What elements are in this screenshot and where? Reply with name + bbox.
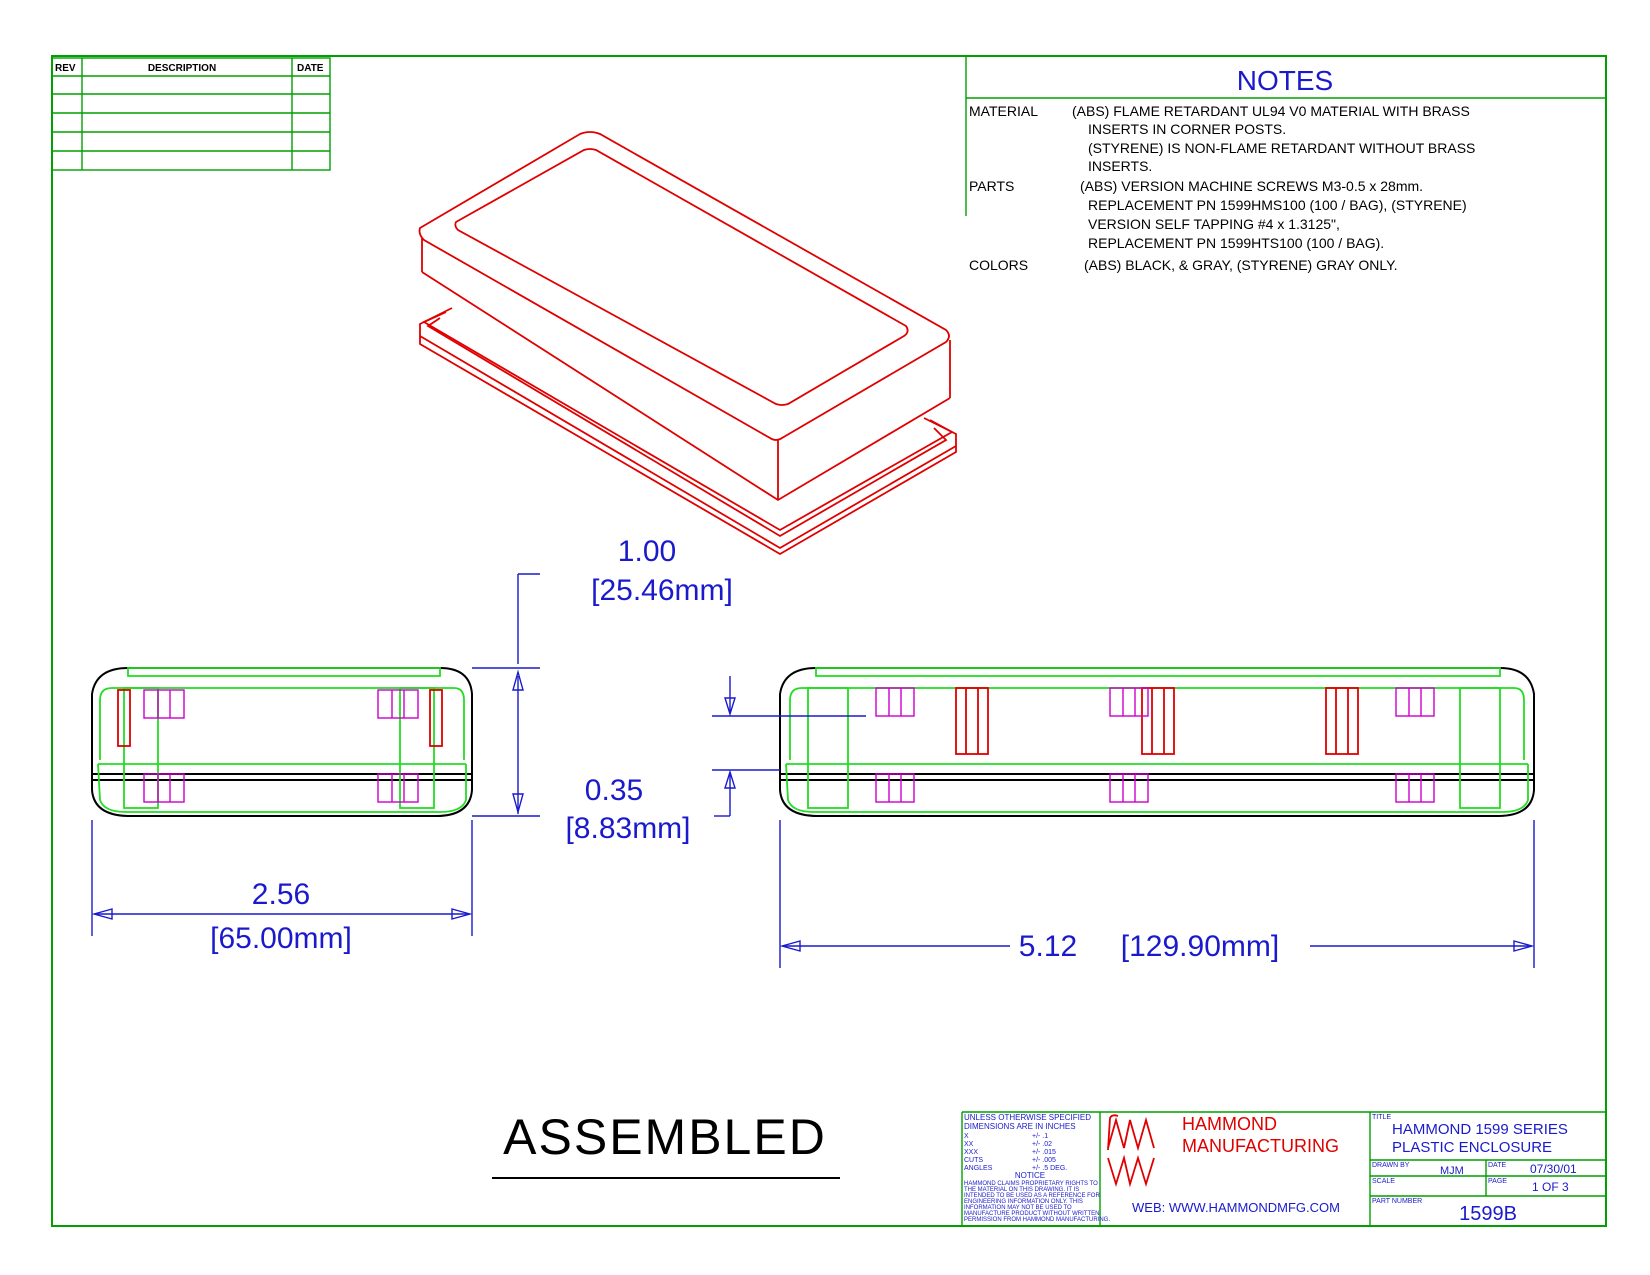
drawing-title-2: PLASTIC ENCLOSURE bbox=[1392, 1139, 1552, 1156]
parts-label: PARTS bbox=[969, 178, 1014, 194]
lid-dimension-mm: [8.83mm] bbox=[565, 812, 690, 845]
page-label: PAGE bbox=[1488, 1178, 1507, 1185]
page-value: 1 OF 3 bbox=[1532, 1180, 1569, 1194]
material-label: MATERIAL bbox=[969, 103, 1038, 119]
parts-line-1: (ABS) VERSION MACHINE SCREWS M3-0.5 x 28… bbox=[1080, 178, 1423, 194]
height-dimension-mm: [25.46mm] bbox=[591, 574, 733, 607]
side-view-long bbox=[779, 667, 1535, 817]
company-name-1: HAMMOND bbox=[1182, 1114, 1277, 1134]
notice-line-1: HAMMOND CLAIMS PROPRIETARY RIGHTS TO bbox=[964, 1181, 1098, 1187]
date-header: DATE bbox=[297, 63, 324, 74]
title-block: UNLESS OTHERWISE SPECIFIED DIMENSIONS AR… bbox=[961, 1111, 1606, 1226]
tol-v-5: +/- .5 DEG. bbox=[1032, 1165, 1067, 1172]
company-web: WEB: WWW.HAMMONDMFG.COM bbox=[1132, 1200, 1340, 1215]
material-line-4: INSERTS. bbox=[1088, 158, 1152, 174]
side-view-end bbox=[91, 667, 473, 817]
drawn-by-label: DRAWN BY bbox=[1372, 1162, 1410, 1169]
isometric-view bbox=[418, 131, 957, 556]
tol-k-3: XXX bbox=[964, 1149, 978, 1156]
notes-title: NOTES bbox=[1237, 65, 1333, 96]
parts-line-2: REPLACEMENT PN 1599HMS100 (100 / BAG), (… bbox=[1088, 197, 1467, 213]
tol-v-2: +/- .02 bbox=[1032, 1141, 1052, 1148]
tol-v-4: +/- .005 bbox=[1032, 1157, 1056, 1164]
width-dimension-mm: [65.00mm] bbox=[210, 922, 352, 955]
notice-line-4: ENGINEERING INFORMATION ONLY. THIS bbox=[964, 1199, 1083, 1205]
date-label: DATE bbox=[1488, 1162, 1506, 1169]
tolerance-line-1: UNLESS OTHERWISE SPECIFIED bbox=[964, 1113, 1091, 1122]
drawing-title-1: HAMMOND 1599 SERIES bbox=[1392, 1121, 1568, 1138]
tol-k-5: ANGLES bbox=[964, 1165, 993, 1172]
tol-v-3: +/- .015 bbox=[1032, 1149, 1056, 1156]
part-number-label: PART NUMBER bbox=[1372, 1198, 1422, 1205]
length-dimension-mm: [129.90mm] bbox=[1121, 930, 1279, 963]
hammond-logo bbox=[1107, 1114, 1155, 1188]
rev-header: REV bbox=[55, 63, 76, 74]
revision-table: REV DESCRIPTION DATE bbox=[51, 57, 331, 171]
notice-line-2: THE MATERIAL ON THIS DRAWING. IT IS bbox=[964, 1187, 1079, 1193]
tol-k-4: CUTS bbox=[964, 1157, 983, 1164]
tol-k-1: X bbox=[964, 1133, 969, 1140]
drawn-by-value: MJM bbox=[1440, 1165, 1464, 1177]
tol-k-2: XX bbox=[964, 1141, 974, 1148]
tolerance-line-2: DIMENSIONS ARE IN INCHES bbox=[964, 1122, 1076, 1131]
notice-line-7: PERMISSION FROM HAMMOND MANUFACTURING. bbox=[964, 1217, 1110, 1223]
material-line-1: (ABS) FLAME RETARDANT UL94 V0 MATERIAL W… bbox=[1072, 103, 1470, 119]
notes-box: NOTES MATERIAL (ABS) FLAME RETARDANT UL9… bbox=[965, 56, 1606, 273]
description-header: DESCRIPTION bbox=[148, 63, 216, 74]
sheet-border bbox=[51, 55, 1607, 1227]
material-line-3: (STYRENE) IS NON-FLAME RETARDANT WITHOUT… bbox=[1088, 140, 1475, 156]
title-label: TITLE bbox=[1372, 1114, 1391, 1121]
colors-line: (ABS) BLACK, & GRAY, (STYRENE) GRAY ONLY… bbox=[1084, 257, 1398, 273]
scale-label: SCALE bbox=[1372, 1178, 1395, 1185]
parts-line-4: REPLACEMENT PN 1599HTS100 (100 / BAG). bbox=[1088, 235, 1384, 251]
colors-label: COLORS bbox=[969, 257, 1028, 273]
view-label: ASSEMBLED bbox=[503, 1109, 827, 1165]
company-name-2: MANUFACTURING bbox=[1182, 1136, 1339, 1156]
notice-line-6: MANUFACTURE PRODUCT WITHOUT WRITTEN bbox=[964, 1211, 1099, 1217]
width-dimension: 2.56 bbox=[252, 878, 310, 911]
notice-title: NOTICE bbox=[1015, 1171, 1045, 1180]
lid-dimension: 0.35 bbox=[585, 774, 643, 807]
length-dimension: 5.12 bbox=[1019, 930, 1077, 963]
notice-line-5: INFORMATION MAY NOT BE USED TO bbox=[964, 1205, 1072, 1211]
material-line-2: INSERTS IN CORNER POSTS. bbox=[1088, 121, 1286, 137]
part-number: 1599B bbox=[1459, 1203, 1517, 1225]
height-dimension: 1.00 bbox=[618, 535, 676, 568]
parts-line-3: VERSION SELF TAPPING #4 x 1.3125", bbox=[1088, 216, 1340, 232]
notice-line-3: INTENDED TO BE USED AS A REFERENCE FOR bbox=[964, 1193, 1100, 1199]
tol-v-1: +/- .1 bbox=[1032, 1133, 1048, 1140]
dimension-lines bbox=[91, 573, 1535, 968]
date-value: 07/30/01 bbox=[1530, 1162, 1577, 1176]
